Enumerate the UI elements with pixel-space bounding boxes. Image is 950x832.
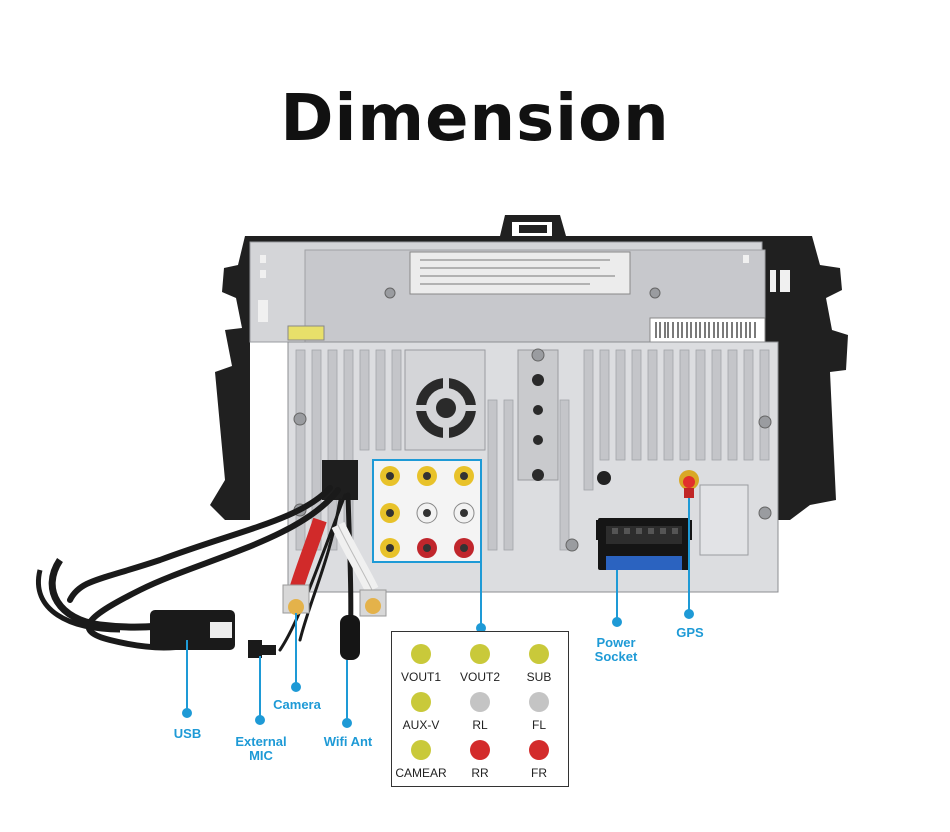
legend-label: FL — [531, 718, 546, 732]
rca-jacks — [380, 466, 475, 558]
rca-legend: VOUT1 VOUT2 SUB AUX-V RL FL CAMEAR RR FR — [391, 631, 569, 787]
legend-dot — [470, 692, 490, 712]
external-mic-label: External MIC — [225, 735, 297, 763]
legend-dot — [470, 740, 490, 760]
power-socket-connector — [596, 518, 692, 570]
legend-label: SUB — [526, 670, 552, 684]
barcode-label — [649, 317, 766, 343]
legend-item: RL — [451, 692, 509, 732]
legend-dot — [529, 692, 549, 712]
power-socket-label-line2: Socket — [594, 649, 638, 664]
legend-label: VOUT2 — [459, 670, 500, 684]
wifi-ant-label: Wifi Ant — [323, 734, 373, 749]
legend-dot — [411, 740, 431, 760]
mounting-bracket — [210, 215, 848, 520]
mounting-hole — [597, 471, 611, 485]
usb-label: USB — [173, 726, 202, 741]
legend-label: AUX-V — [402, 718, 440, 732]
gps-connector — [679, 470, 699, 498]
heatsink-fins — [295, 349, 770, 551]
legend-dot — [411, 692, 431, 712]
legend-label: FR — [531, 766, 547, 780]
rca-cables — [282, 517, 387, 617]
legend-item: FL — [510, 692, 568, 732]
power-socket-label: Power Socket — [588, 636, 644, 664]
legend-item: AUX-V — [392, 692, 450, 732]
legend-item: VOUT2 — [451, 644, 509, 684]
wifi-antenna — [340, 615, 360, 660]
fan-vent — [416, 378, 476, 438]
usb-cable — [36, 558, 235, 650]
legend-item: FR — [510, 740, 568, 780]
legend-item: RR — [451, 740, 509, 780]
legend-label: CAMEAR — [395, 766, 447, 780]
external-mic-label-line2: MIC — [249, 748, 273, 763]
legend-item: SUB — [510, 644, 568, 684]
legend-dot — [529, 644, 549, 664]
power-socket-label-line1: Power — [596, 635, 636, 650]
legend-item: VOUT1 — [392, 644, 450, 684]
legend-label: RL — [472, 718, 488, 732]
legend-item: CAMEAR — [392, 740, 450, 780]
gps-label: GPS — [676, 625, 704, 640]
external-mic-label-line1: External — [235, 734, 287, 749]
legend-dot — [529, 740, 549, 760]
mic-connector — [248, 640, 276, 658]
legend-label: RR — [471, 766, 489, 780]
legend-dot — [470, 644, 490, 664]
legend-dot — [411, 644, 431, 664]
callout-lines — [182, 498, 694, 728]
legend-label: VOUT1 — [400, 670, 441, 684]
page-title: Dimension — [280, 82, 670, 156]
camera-label: Camera — [273, 697, 321, 712]
